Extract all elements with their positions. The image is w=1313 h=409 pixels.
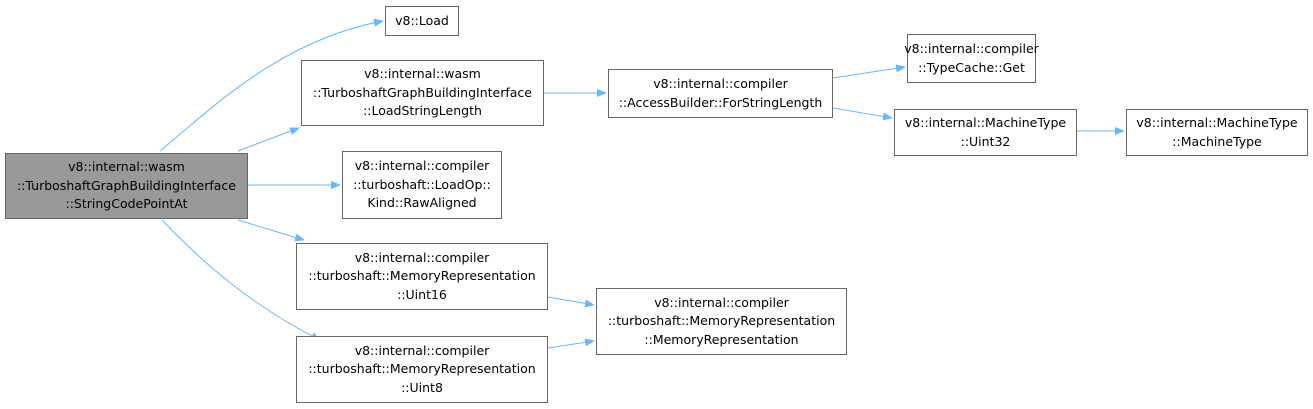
node-memrep[interactable]: v8::internal::compiler::turboshaft::Memo… [596, 288, 847, 355]
node-machinetype[interactable]: v8::internal::MachineType::MachineType [1126, 109, 1308, 156]
node-label-line: v8::internal::compiler [654, 294, 789, 310]
node-label-line: ::Uint16 [397, 286, 447, 302]
node-label-line: ::StringCodePointAt [65, 196, 188, 212]
node-typecacheget[interactable]: v8::internal::compiler::TypeCache::Get [904, 34, 1039, 83]
node-label-line: ::Uint8 [401, 379, 443, 395]
node-rawaligned[interactable]: v8::internal::compiler::turboshaft::Load… [342, 151, 502, 219]
node-label-line: ::turboshaft::LoadOp:: [353, 176, 491, 192]
edge-root-to-loadstringlength [237, 127, 300, 152]
edge-forstringlength-to-typecacheget [832, 64, 906, 79]
node-label-line: ::TypeCache::Get [918, 59, 1025, 75]
node-label-line: v8::internal::MachineType [1136, 115, 1298, 130]
edge-root-to-uint16 [237, 219, 305, 242]
node-forstringlength[interactable]: v8::internal::compiler::AccessBuilder::F… [608, 69, 833, 118]
node-label-line: ::MachineType [1172, 133, 1262, 149]
node-label-line: ::MemoryRepresentation [644, 331, 799, 347]
edge-uint8-to-memrep [547, 338, 595, 349]
node-label-line: ::TurboshaftGraphBuildingInterface [313, 84, 532, 100]
node-label-line: Kind::RawAligned [367, 195, 477, 211]
node-label-line: ::AccessBuilder::ForStringLength [618, 94, 823, 110]
node-label-line: ::turboshaft::MemoryRepresentation [308, 268, 536, 284]
node-label-line: v8::internal::compiler [354, 342, 490, 358]
edge-root-to-uint8 [161, 219, 321, 341]
edge-root-to-load [159, 18, 384, 152]
node-label-line: v8::internal::compiler [354, 249, 490, 265]
node-label-line: v8::internal::compiler [904, 41, 1039, 56]
node-label-line: ::turboshaft::MemoryRepresentation [308, 361, 536, 377]
node-label-line: v8::internal::MachineType [904, 115, 1067, 130]
node-label-line: ::TurboshaftGraphBuildingInterface [17, 177, 236, 193]
node-loadstringlength[interactable]: v8::internal::wasm::TurboshaftGraphBuild… [301, 60, 544, 126]
node-label-line: v8::internal::wasm [68, 159, 185, 175]
node-load[interactable]: v8::Load [385, 6, 459, 36]
node-root[interactable]: v8::internal::wasm::TurboshaftGraphBuild… [5, 153, 248, 219]
node-label-line: v8::Load [395, 12, 449, 28]
node-label-line: v8::internal::compiler [653, 76, 788, 91]
node-label-line: ::Uint32 [960, 133, 1011, 149]
node-label-line: v8::internal::compiler [354, 158, 490, 174]
node-uint32[interactable]: v8::internal::MachineType::Uint32 [894, 109, 1077, 156]
node-label-line: ::LoadStringLength [363, 103, 482, 119]
node-label-line: ::turboshaft::MemoryRepresentation [607, 313, 836, 329]
edge-forstringlength-to-uint32 [832, 107, 893, 121]
node-uint8[interactable]: v8::internal::compiler::turboshaft::Memo… [296, 336, 548, 403]
edge-uint16-to-memrep [547, 296, 595, 308]
node-uint16[interactable]: v8::internal::compiler::turboshaft::Memo… [296, 243, 548, 310]
node-label-line: v8::internal::wasm [364, 66, 481, 82]
